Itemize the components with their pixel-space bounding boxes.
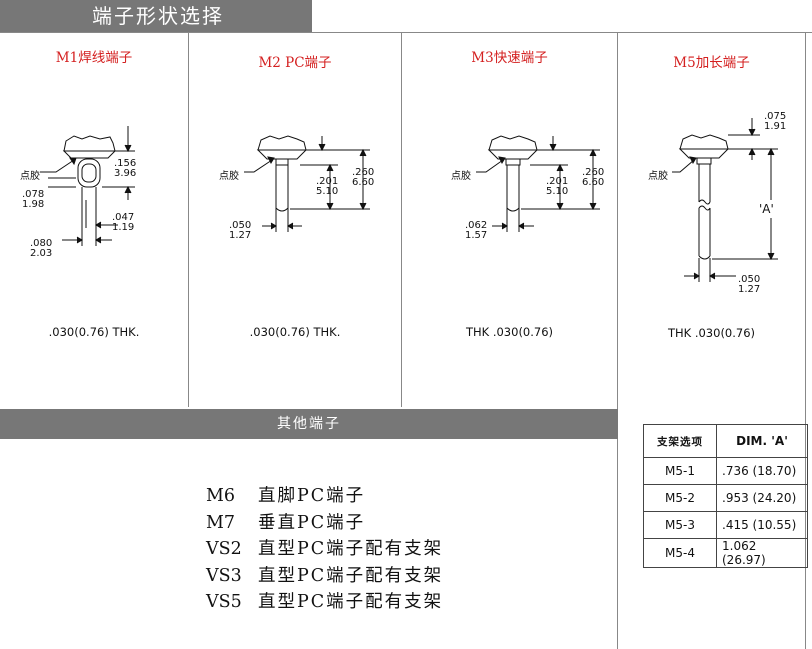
item-code: VS5 xyxy=(206,592,242,612)
panel-divider-2 xyxy=(401,33,402,407)
table-cell: M5-3 xyxy=(643,511,717,539)
header-rule xyxy=(0,32,812,33)
item-code: M6 xyxy=(206,486,236,506)
item-code: M7 xyxy=(206,512,236,533)
m3-terminal-drawing xyxy=(476,135,600,232)
item-desc: 直型PC端子配有支架 xyxy=(258,539,444,559)
item-desc: 直型PC端子配有支架 xyxy=(258,565,444,586)
table-cell: .415 (10.55) xyxy=(716,511,808,539)
m3-glue-label: 点胶 xyxy=(451,171,471,182)
item-desc: 垂直PC端子 xyxy=(258,512,366,533)
list-item: M7 垂直PC端子 xyxy=(206,509,443,536)
m2-glue-label: 点胶 xyxy=(219,171,239,182)
item-code: VS2 xyxy=(206,539,242,559)
m2-terminal-drawing xyxy=(244,135,370,232)
table-cell: M5-1 xyxy=(643,457,717,485)
m1-glue-label: 点胶 xyxy=(20,171,40,182)
m3-title: M3快速端子 xyxy=(471,50,548,66)
panel-divider-1 xyxy=(188,33,189,407)
list-item: VS3 直型PC端子配有支架 xyxy=(206,562,443,589)
item-desc: 直型PC端子配有支架 xyxy=(258,592,444,612)
table-cell: M5-4 xyxy=(643,538,717,568)
m5-dim-a-label: 'A' xyxy=(759,202,774,216)
other-terminals-list: M6 直脚PC端子 M7 垂直PC端子 VS2 直型PC端子配有支架 VS3 直型PC端… xyxy=(206,482,443,615)
item-code: VS3 xyxy=(206,565,242,586)
m3-thickness: THK .030(0.76) xyxy=(465,325,554,339)
item-desc: 直脚PC端子 xyxy=(258,486,366,506)
table-row: M5-2 .953 (24.20) xyxy=(643,484,808,512)
list-item: VS2 直型PC端子配有支架 xyxy=(206,535,443,562)
list-item: VS5 直型PC端子配有支架 xyxy=(206,588,443,615)
panel-divider-3 xyxy=(617,33,618,649)
table-cell: 1.062 (26.97) xyxy=(716,538,808,568)
table-cell: .953 (24.20) xyxy=(716,484,808,512)
m5-terminal-drawing xyxy=(672,118,778,282)
table-header-row: 支架选项 DIM. 'A' xyxy=(643,424,808,458)
m5-thickness: THK .030(0.76) xyxy=(667,326,756,340)
section-title: 端子形状选择 xyxy=(92,4,224,28)
m2-title: M2 PC端子 xyxy=(258,55,332,71)
list-item: M6 直脚PC端子 xyxy=(206,482,443,509)
table-row: M5-4 1.062 (26.97) xyxy=(643,538,808,568)
m2-thickness: .030(0.76) THK. xyxy=(249,325,341,339)
table-row: M5-1 .736 (18.70) xyxy=(643,457,808,485)
table-cell: M5-2 xyxy=(643,484,717,512)
m1-terminal-drawing xyxy=(40,126,135,246)
bracket-options-table: 支架选项 DIM. 'A' M5-1 .736 (18.70) M5-2 .95… xyxy=(643,424,808,568)
panel-divider-right xyxy=(805,33,806,649)
m5-title: M5加长端子 xyxy=(673,55,750,71)
m1-title: M1焊线端子 xyxy=(55,50,133,66)
m5-glue-label: 点胶 xyxy=(648,171,668,182)
column-header-dim-a: DIM. 'A' xyxy=(716,424,808,458)
column-header-option: 支架选项 xyxy=(643,424,717,458)
m1-thickness: .030(0.76) THK. xyxy=(48,325,140,339)
section-header-other-terminals: 其他端子 xyxy=(0,409,618,439)
table-row: M5-3 .415 (10.55) xyxy=(643,511,808,539)
table-cell: .736 (18.70) xyxy=(716,457,808,485)
section-header-terminal-shape: 端子形状选择 xyxy=(0,0,312,32)
other-section-title: 其他端子 xyxy=(277,416,341,432)
